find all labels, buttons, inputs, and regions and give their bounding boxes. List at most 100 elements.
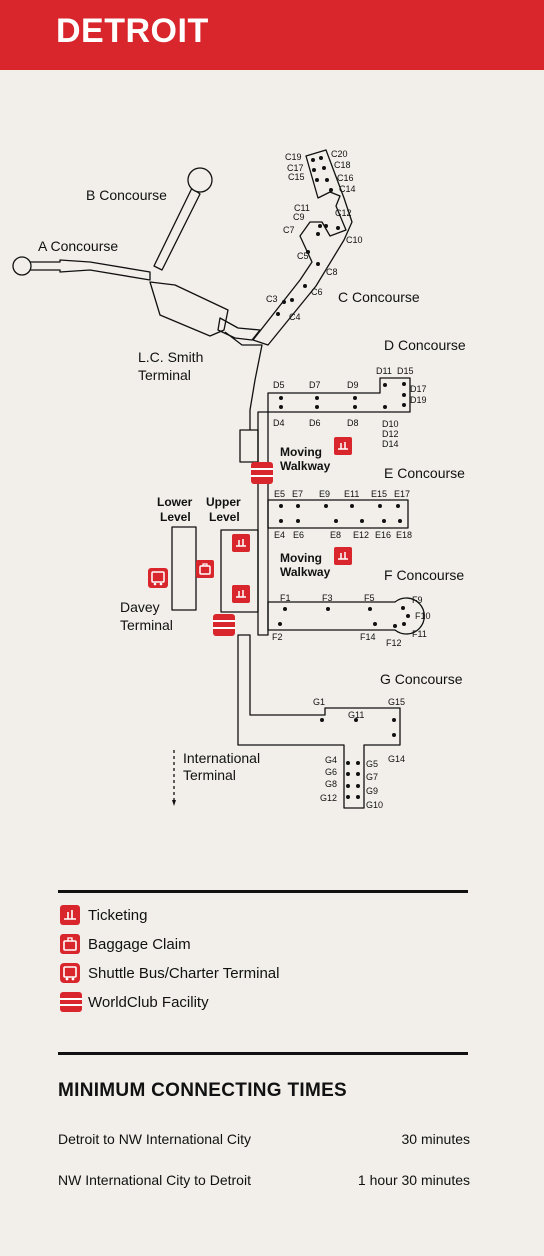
gate-label-c6: C6 <box>311 287 323 297</box>
walkway-label-1: Moving <box>280 445 322 459</box>
legend-label: Ticketing <box>88 907 148 924</box>
gate-label-g7: G7 <box>366 772 378 782</box>
gate-label-e18: E18 <box>396 530 412 540</box>
gate-label-e11: E11 <box>344 489 359 499</box>
baggage-claim-icon <box>60 934 80 954</box>
gate-label-c17: C17 <box>287 163 304 173</box>
lc-smith-building <box>149 281 229 337</box>
time-value: 30 minutes <box>401 1131 470 1147</box>
ticketing-icon <box>60 905 80 925</box>
international-label-2: Terminal <box>183 767 236 783</box>
d-concourse-label: D Concourse <box>384 337 466 353</box>
gate-label-d12: D12 <box>382 429 399 439</box>
legend-label: Baggage Claim <box>88 936 191 953</box>
walkway-label-4: Walkway <box>280 565 331 579</box>
walkway-label-3: Moving <box>280 551 322 565</box>
gate-label-d8: D8 <box>347 418 359 428</box>
divider-top <box>58 890 468 893</box>
gate-label-g8: G8 <box>325 779 337 789</box>
a-concourse-label: A Concourse <box>38 238 118 254</box>
g-connector <box>237 634 401 809</box>
gate-dots <box>276 156 410 799</box>
terminal-map-svg: B Concourse A Concourse C Concourse D Co… <box>12 149 466 810</box>
f-concourse-shape <box>267 597 425 635</box>
gate-label-e9: E9 <box>319 489 330 499</box>
d-concourse-shape <box>267 377 411 413</box>
upper-level-label-2: Level <box>209 510 240 524</box>
davey-terminal-lower <box>171 526 197 611</box>
b-concourse-label: B Concourse <box>86 187 167 203</box>
gate-label-e17: E17 <box>394 489 410 499</box>
gate-label-c14: C14 <box>339 184 356 194</box>
gate-label-d4: D4 <box>273 418 285 428</box>
c-concourse-label: C Concourse <box>338 289 420 305</box>
gate-label-c7: C7 <box>283 225 295 235</box>
gate-label-d9: D9 <box>347 380 359 390</box>
gate-label-c9: C9 <box>293 212 305 222</box>
upper-level-label-1: Upper <box>206 495 241 509</box>
route-label: NW International City to Detroit <box>58 1172 251 1188</box>
gate-label-c20: C20 <box>331 149 348 159</box>
a-concourse-end <box>12 256 32 276</box>
international-label-1: International <box>183 750 260 766</box>
gate-label-d6: D6 <box>309 418 321 428</box>
shuttle-bus-icon <box>148 568 168 588</box>
divider-bottom <box>58 1052 468 1055</box>
ticketing-icon <box>334 547 352 565</box>
legend-label: WorldClub Facility <box>88 994 209 1011</box>
gate-label-f1: F1 <box>280 593 291 603</box>
gate-label-c18: C18 <box>334 160 351 170</box>
legend-label: Shuttle Bus/Charter Terminal <box>88 965 280 982</box>
gate-label-g6: G6 <box>325 767 337 777</box>
ticketing-icon <box>232 534 250 552</box>
shuttle-bus-icon <box>60 963 80 983</box>
gate-label-d17: D17 <box>410 384 427 394</box>
lc-smith-label-1: L.C. Smith <box>138 349 203 365</box>
gate-label-g11: G11 <box>348 710 364 720</box>
gate-label-f11: F11 <box>412 629 427 639</box>
gate-label-g5: G5 <box>366 759 378 769</box>
g-concourse-label: G Concourse <box>380 671 463 687</box>
davey-label-1: Davey <box>120 599 160 615</box>
gate-label-c15: C15 <box>288 172 305 182</box>
c-concourse-shape <box>252 149 353 346</box>
gate-label-g1: G1 <box>313 697 325 707</box>
davey-label-2: Terminal <box>120 617 173 633</box>
gate-label-f14: F14 <box>360 632 376 642</box>
gate-label-d10: D10 <box>382 419 399 429</box>
time-value: 1 hour 30 minutes <box>357 1172 470 1188</box>
gate-label-f10: F10 <box>415 611 431 621</box>
gate-label-e8: E8 <box>330 530 341 540</box>
lower-level-label-1: Lower <box>157 495 193 509</box>
b-concourse-end <box>187 167 213 193</box>
connecting-times-title: MINIMUM CONNECTING TIMES <box>58 1080 348 1101</box>
gate-label-f9: F9 <box>412 595 423 605</box>
legend-item-baggage: Baggage Claim <box>60 934 360 958</box>
gate-label-e6: E6 <box>293 530 304 540</box>
lc-smith-c-connector <box>217 317 261 341</box>
legend-item-shuttle: Shuttle Bus/Charter Terminal <box>60 963 360 987</box>
f-concourse-label: F Concourse <box>384 567 464 583</box>
gate-label-e5: E5 <box>274 489 285 499</box>
gate-label-g14: G14 <box>388 754 405 764</box>
gate-label-e7: E7 <box>292 489 303 499</box>
gate-label-e15: E15 <box>371 489 387 499</box>
walkway-label-2: Walkway <box>280 459 331 473</box>
gate-label-c5: C5 <box>297 251 309 261</box>
lc-smith-label-2: Terminal <box>138 367 191 383</box>
gate-label-e16: E16 <box>375 530 391 540</box>
legend-item-worldclub: WorldClub Facility <box>60 992 360 1016</box>
worldclub-icon <box>213 614 235 636</box>
gate-label-d7: D7 <box>309 380 321 390</box>
gate-label-c10: C10 <box>346 235 363 245</box>
gate-label-d19: D19 <box>410 395 427 405</box>
gate-label-g15: G15 <box>388 697 405 707</box>
e-concourse-label: E Concourse <box>384 465 465 481</box>
header-bar: DETROIT <box>0 0 544 70</box>
gate-labels: C19 C20 C17 C18 C15 C16 C14 C11 C12 C9 C… <box>266 149 431 810</box>
gate-label-g12: G12 <box>320 793 337 803</box>
gate-label-c11: C11 <box>294 203 310 213</box>
spine-building-upper <box>239 429 259 463</box>
worldclub-icon <box>60 992 82 1012</box>
ticketing-icon <box>232 585 250 603</box>
